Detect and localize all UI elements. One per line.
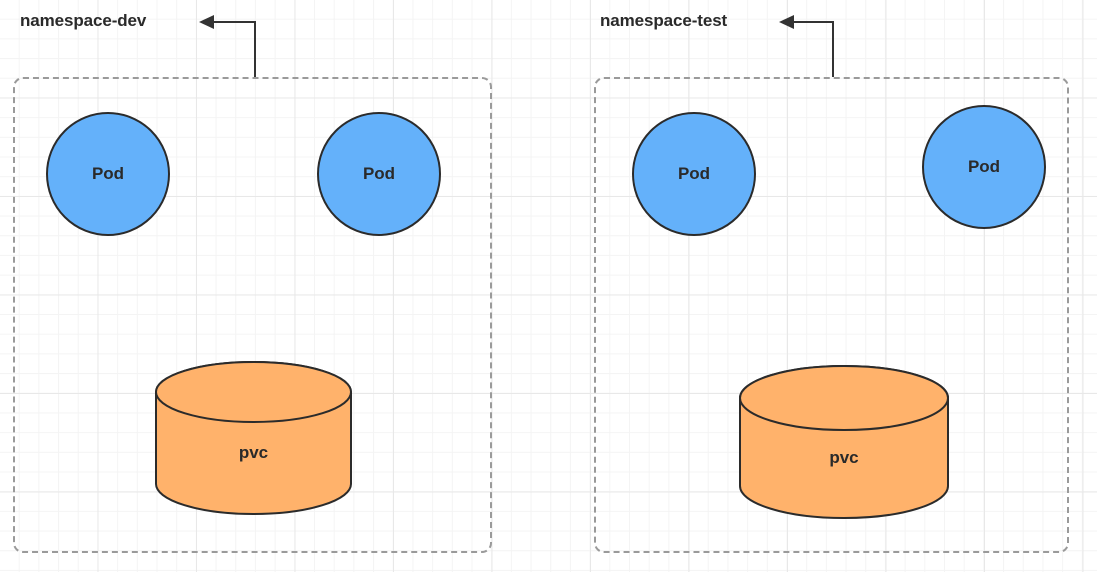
pod-node[interactable]: Pod xyxy=(922,105,1046,229)
namespace-box-dev[interactable] xyxy=(13,77,492,553)
namespace-label-test: namespace-test xyxy=(600,11,728,30)
namespace-callout-arrow-test xyxy=(773,14,845,90)
pod-node[interactable]: Pod xyxy=(632,112,756,236)
pod-label: Pod xyxy=(967,157,1001,176)
pvc-node[interactable]: pvc xyxy=(155,361,352,515)
pod-label: Pod xyxy=(91,164,125,183)
pod-label: Pod xyxy=(677,164,711,183)
pod-node[interactable]: Pod xyxy=(317,112,441,236)
pod-label: Pod xyxy=(362,164,396,183)
namespace-label-dev: namespace-dev xyxy=(20,11,147,30)
namespace-box-test[interactable] xyxy=(594,77,1069,553)
namespace-callout-arrow-dev xyxy=(193,14,267,90)
pod-node[interactable]: Pod xyxy=(46,112,170,236)
pvc-node[interactable]: pvc xyxy=(739,365,949,519)
